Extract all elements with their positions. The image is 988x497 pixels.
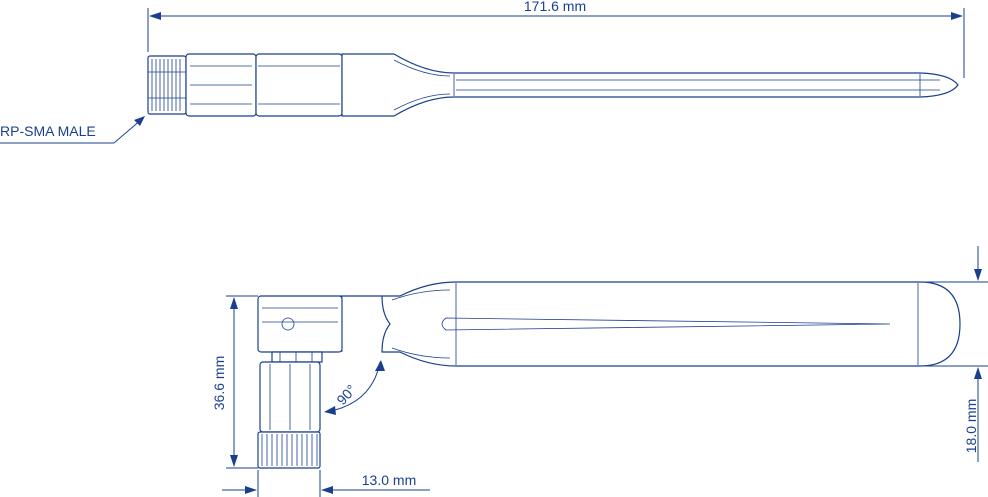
connector-label: RP-SMA MALE — [0, 123, 96, 139]
connector-nut-top — [147, 55, 187, 115]
whip-top — [341, 53, 959, 117]
connector-callout: RP-SMA MALE — [0, 116, 145, 144]
overall-length-dimension: 171.6 mm — [147, 0, 965, 78]
hinge-sleeve-top — [185, 53, 343, 117]
connector-bottom — [257, 361, 321, 469]
top-view: 171.6 mm — [0, 0, 965, 144]
angle-dimension: 90° — [324, 360, 385, 415]
blade-width-label: 18.0 mm — [963, 399, 979, 453]
hinge-bottom — [257, 295, 343, 363]
folded-height-dimension: 36.6 mm — [211, 295, 258, 469]
blade-bottom — [339, 281, 961, 367]
blade-width-dimension: 18.0 mm — [920, 246, 988, 462]
bottom-view: 90° 36.6 mm 13.0 mm — [211, 246, 988, 497]
folded-height-label: 36.6 mm — [211, 356, 227, 410]
overall-length-label: 171.6 mm — [524, 0, 586, 14]
angle-label: 90° — [333, 381, 359, 407]
connector-width-dimension: 13.0 mm — [222, 470, 430, 497]
connector-width-label: 13.0 mm — [362, 472, 416, 488]
